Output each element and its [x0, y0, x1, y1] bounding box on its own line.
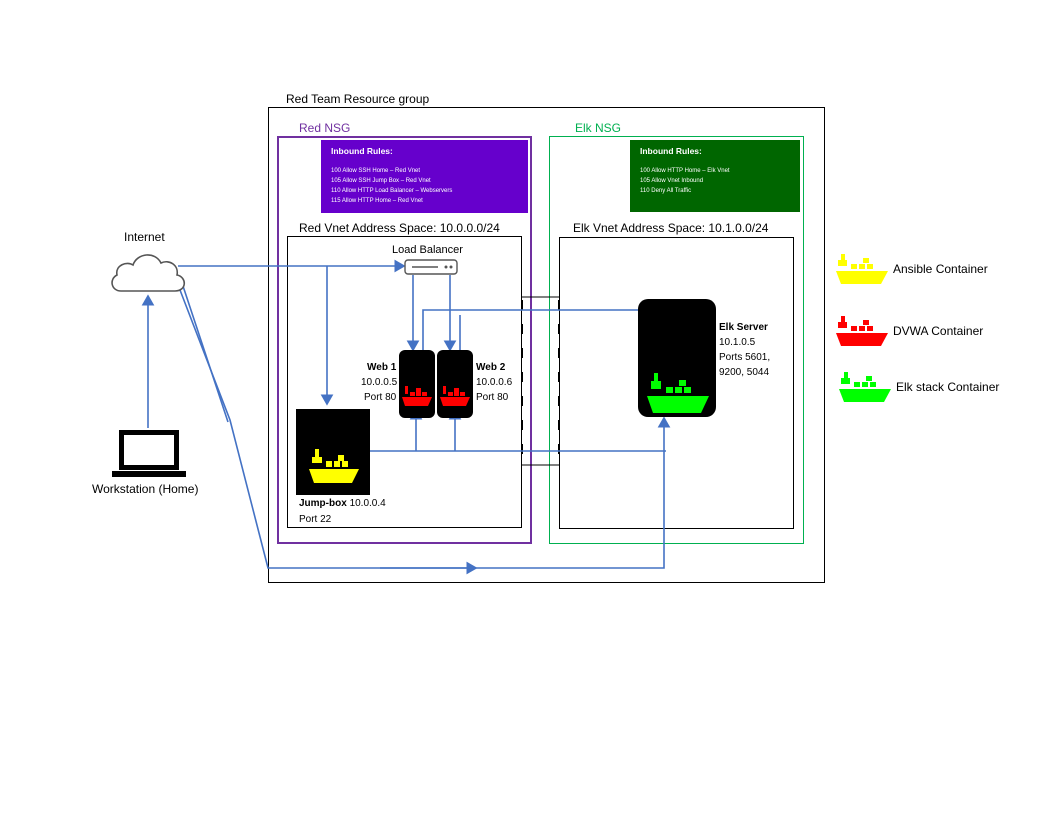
rule-item: 105 Allow Vnet Inbound [640, 178, 704, 184]
jumpbox-name: Jump-box 10.0.0.4 [299, 498, 386, 509]
red-nsg-rules-panel: Inbound Rules: 100 Allow SSH Home – Red … [321, 140, 528, 213]
resource-group-label: Red Team Resource group [286, 92, 430, 106]
legend-item-elk: Elk stack Container [838, 371, 999, 403]
legend-item-dvwa: DVWA Container [835, 315, 983, 347]
elk-nsg-title: Elk NSG [575, 121, 622, 135]
jumpbox-server [296, 409, 370, 495]
web2-name: Web 2 [476, 362, 506, 373]
red-nsg-title: Red NSG [299, 121, 351, 135]
web1-name: Web 1 [367, 362, 397, 373]
load-balancer-icon [404, 259, 458, 275]
elk-nsg-rules-title: Inbound Rules: [640, 146, 702, 156]
ship-icon [836, 316, 888, 346]
laptop-icon [112, 430, 186, 477]
ship-icon [309, 449, 359, 483]
elk-nsg-rules-panel: Inbound Rules: 100 Allow HTTP Home – Elk… [630, 140, 800, 212]
cloud-icon [111, 254, 186, 292]
resource-group-box [268, 107, 825, 583]
legend-item-ansible: Ansible Container [835, 253, 988, 285]
jumpbox-ip: 10.0.0.4 [349, 498, 386, 509]
web1-ip: 10.0.0.5 [361, 377, 398, 388]
red-nsg-box [277, 136, 532, 544]
elk-name: Elk Server [719, 322, 768, 333]
ship-icon [839, 372, 891, 402]
red-nsg-rules-title: Inbound Rules: [331, 146, 393, 156]
legend-label: Elk stack Container [896, 380, 1000, 394]
web2-ip: 10.0.0.6 [476, 377, 513, 388]
ship-icon [440, 386, 470, 406]
rule-item: 105 Allow SSH Jump Box – Red Vnet [331, 178, 431, 184]
load-balancer-label: Load Balancer [392, 244, 463, 256]
rule-item: 110 Allow HTTP Load Balancer – Webserver… [331, 188, 453, 194]
web2-server [437, 350, 473, 418]
rule-item: 110 Deny All Traffic [640, 188, 692, 194]
red-vnet-label: Red Vnet Address Space: 10.0.0.0/24 [299, 221, 500, 235]
web1-port: Port 80 [364, 392, 397, 403]
elk-ports-2: 9200, 5044 [719, 367, 770, 378]
rule-item: 115 Allow HTTP Home – Red Vnet [331, 198, 423, 204]
ship-icon [402, 386, 432, 406]
ship-icon [647, 373, 709, 413]
elk-vnet-box [559, 237, 794, 529]
elk-ports-1: Ports 5601, [719, 352, 771, 363]
elk-ip: 10.1.0.5 [719, 337, 756, 348]
elk-vnet-label: Elk Vnet Address Space: 10.1.0.0/24 [573, 221, 769, 235]
internet-label: Internet [124, 230, 165, 244]
jumpbox-name-text: Jump-box [299, 498, 347, 509]
rule-item: 100 Allow SSH Home – Red Vnet [331, 168, 421, 174]
workstation-label: Workstation (Home) [92, 482, 199, 496]
legend-label: Ansible Container [893, 262, 988, 276]
ship-icon [836, 254, 888, 284]
jumpbox-port: Port 22 [299, 514, 332, 525]
rule-item: 100 Allow HTTP Home – Elk Vnet [640, 168, 730, 174]
elk-server [638, 299, 716, 417]
legend-label: DVWA Container [893, 324, 984, 338]
web1-server [399, 350, 435, 418]
elk-nsg-box [549, 136, 804, 544]
web2-port: Port 80 [476, 392, 509, 403]
